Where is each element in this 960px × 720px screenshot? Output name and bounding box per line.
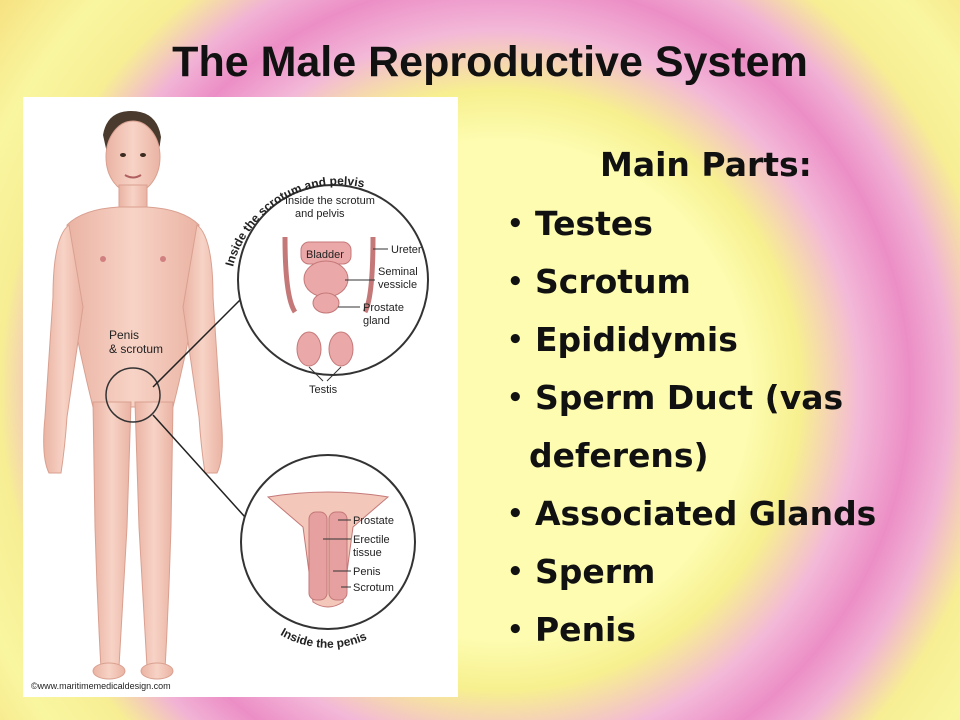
inner-title-2: and pelvis: [295, 208, 345, 220]
list-item-label: Epididymis: [535, 320, 738, 359]
body-figure: [43, 111, 223, 680]
bullet-icon: •: [507, 267, 524, 297]
penis-scrotum-label-1: Penis: [109, 328, 139, 342]
list-item: • Associated Glands: [505, 488, 876, 546]
prostate-gland-label-1: Prostate: [363, 302, 404, 314]
penis-label: Penis: [353, 566, 381, 578]
seminal-label-2: vessicle: [378, 279, 417, 291]
list-item-label: Scrotum: [535, 262, 691, 301]
bullet-icon: •: [507, 209, 524, 239]
list-item-label: Penis: [535, 610, 637, 649]
list-item: • Scrotum: [505, 256, 876, 314]
penis-organs: [266, 491, 390, 608]
slide-title: The Male Reproductive System: [172, 38, 808, 86]
arrow-to-pelvis: [152, 286, 254, 388]
testis-label: Testis: [309, 384, 338, 396]
anatomy-figure: Penis & scrotum Inside the scrotum and p…: [23, 97, 458, 697]
erectile-label-1: Erectile: [353, 534, 390, 546]
main-parts-heading: Main Parts:: [600, 145, 812, 184]
groin-highlight-circle: [105, 367, 161, 423]
seminal-label-1: Seminal: [378, 266, 418, 278]
bullet-icon: •: [507, 615, 524, 645]
pelvic-organs: [282, 236, 376, 367]
prostate-label: Prostate: [353, 515, 394, 527]
bullet-icon: •: [507, 325, 524, 355]
list-item: • Testes: [505, 198, 876, 256]
list-item: • Penis: [505, 604, 876, 662]
list-item-label: Associated Glands: [535, 494, 877, 533]
list-item: • Sperm: [505, 546, 876, 604]
penis-scrotum-label-2: & scrotum: [109, 342, 163, 356]
copyright-label: ©www.maritimemedicaldesign.com: [31, 681, 171, 691]
prostate-gland-label-2: gland: [363, 315, 390, 327]
face-details: [120, 153, 146, 157]
bullet-icon: •: [507, 499, 524, 529]
list-item-label: deferens): [529, 436, 709, 475]
list-item: • Epididymis: [505, 314, 876, 372]
bladder-label: Bladder: [306, 249, 344, 261]
list-item-label: Testes: [535, 204, 653, 243]
list-item: • Sperm Duct (vas: [505, 372, 876, 430]
ureter-label: Ureter: [391, 244, 422, 256]
scrotum-label: Scrotum: [353, 582, 394, 594]
inner-title-1: Inside the scrotum: [285, 195, 375, 207]
list-item-label: Sperm: [535, 552, 656, 591]
erectile-label-2: tissue: [353, 547, 382, 559]
list-item-continuation: deferens): [505, 430, 876, 488]
bullet-icon: •: [507, 383, 524, 413]
list-item-label: Sperm Duct (vas: [535, 378, 844, 417]
bullet-icon: •: [507, 557, 524, 587]
main-parts-list: • Testes • Scrotum • Epididymis • Sperm Duct…: [505, 198, 876, 662]
anatomy-illustration: Penis & scrotum Inside the scrotum and p…: [31, 111, 429, 691]
